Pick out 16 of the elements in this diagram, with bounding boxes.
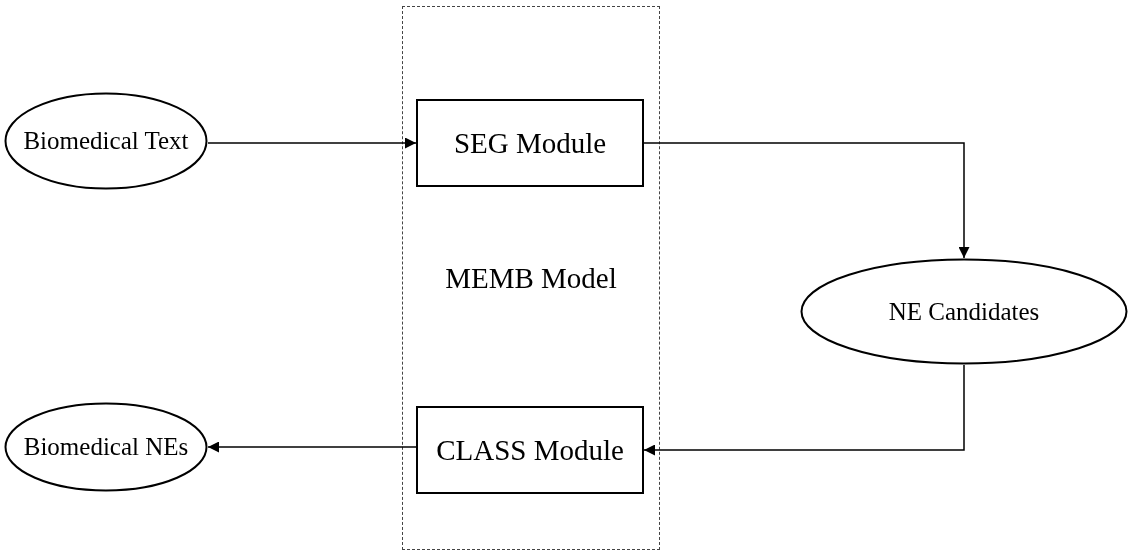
group-title: MEMB Model [445, 260, 617, 296]
node-label: NE Candidates [888, 296, 1040, 327]
arrow [643, 142, 970, 259]
arrow [207, 441, 417, 453]
data-ellipse [4, 402, 208, 492]
node-label: Biomedical Text [23, 126, 189, 157]
arrow [643, 364, 965, 456]
module-box [416, 99, 644, 187]
arrow [207, 137, 417, 149]
node-label: CLASS Module [436, 432, 624, 468]
dashed-group-box [402, 6, 660, 550]
module-box [416, 406, 644, 494]
data-ellipse [800, 258, 1128, 365]
data-ellipse [4, 92, 208, 190]
node-label: Biomedical NEs [23, 432, 189, 463]
node-label: SEG Module [453, 125, 607, 161]
